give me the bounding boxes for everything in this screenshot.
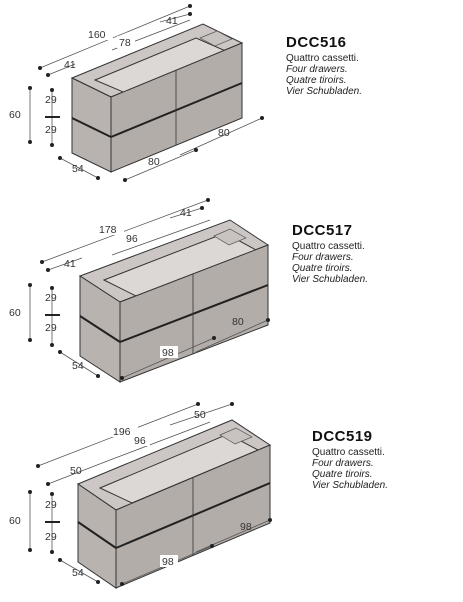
dim-front-right: 80 bbox=[232, 316, 244, 328]
dim-upper: 29 bbox=[45, 94, 57, 106]
dim-sink-width: 96 bbox=[134, 435, 146, 447]
dim-sink-width: 78 bbox=[119, 37, 131, 49]
drawer-split bbox=[119, 284, 269, 343]
dim-depth: 54 bbox=[72, 567, 84, 579]
dim-sink-depth: 41 bbox=[166, 15, 178, 27]
desc-en: Four drawers. bbox=[286, 64, 348, 75]
desc-en: Four drawers. bbox=[292, 252, 354, 263]
dim-front-bottom: 80 bbox=[148, 156, 160, 168]
desc-fr: Quatre tiroirs. bbox=[292, 263, 353, 274]
desc-it: Quattro cassetti. bbox=[286, 53, 359, 64]
dim-total-width: 196 bbox=[113, 426, 131, 438]
dim-side-offset: 50 bbox=[70, 465, 82, 477]
dim-front-bottom: 98 bbox=[162, 347, 174, 359]
dim-front-right: 80 bbox=[218, 127, 230, 139]
dim-front-right: 98 bbox=[240, 521, 252, 533]
drawer-split bbox=[77, 521, 117, 549]
dim-depth: 54 bbox=[72, 163, 84, 175]
desc-de: Vier Schubladen. bbox=[286, 86, 362, 97]
dim-lower: 29 bbox=[45, 531, 57, 543]
dim-side-offset: 41 bbox=[64, 258, 76, 270]
cabinet-dcc516: 160 78 41 41 60 29 29 80 80 54 bbox=[9, 4, 264, 182]
info-dcc519: DCC519 Quattro cassetti. Four drawers. Q… bbox=[312, 428, 388, 491]
desc-en: Four drawers. bbox=[312, 458, 374, 469]
faucet-well bbox=[199, 30, 233, 47]
desc-fr: Quatre tiroirs. bbox=[312, 469, 373, 480]
dim-side-offset: 41 bbox=[64, 59, 76, 71]
drawer-split bbox=[110, 82, 243, 138]
faucet-well bbox=[213, 228, 247, 246]
desc-fr: Quatre tiroirs. bbox=[286, 75, 347, 86]
product-code: DCC516 bbox=[286, 34, 347, 51]
faucet-well bbox=[219, 427, 253, 445]
dim-sink-depth: 41 bbox=[180, 207, 192, 219]
desc-it: Quattro cassetti. bbox=[292, 241, 365, 252]
drawer-split bbox=[71, 117, 112, 138]
dim-front-bottom: 98 bbox=[162, 556, 174, 568]
desc-de: Vier Schubladen. bbox=[292, 274, 368, 285]
desc-de: Vier Schubladen. bbox=[312, 480, 388, 491]
dim-total-width: 160 bbox=[88, 29, 106, 41]
cabinet-dcc519: 196 96 50 50 60 29 29 98 98 54 bbox=[9, 402, 272, 589]
product-code: DCC517 bbox=[292, 222, 353, 239]
desc-it: Quattro cassetti. bbox=[312, 447, 385, 458]
dim-upper: 29 bbox=[45, 292, 57, 304]
info-dcc516: DCC516 Quattro cassetti. Four drawers. Q… bbox=[286, 34, 362, 97]
dim-height: 60 bbox=[9, 109, 21, 121]
cabinet-dcc517: 178 96 41 41 60 29 29 80 98 54 bbox=[9, 198, 270, 383]
dim-height: 60 bbox=[9, 307, 21, 319]
drawer-split bbox=[79, 315, 121, 343]
dim-sink-depth: 50 bbox=[194, 409, 206, 421]
dim-upper: 29 bbox=[45, 499, 57, 511]
dim-lower: 29 bbox=[45, 322, 57, 334]
cabinet-side bbox=[110, 42, 243, 173]
dim-total-width: 178 bbox=[99, 224, 117, 236]
info-dcc517: DCC517 Quattro cassetti. Four drawers. Q… bbox=[292, 222, 368, 285]
dim-height: 60 bbox=[9, 515, 21, 527]
dim-sink-width: 96 bbox=[126, 233, 138, 245]
dim-depth: 54 bbox=[72, 360, 84, 372]
product-code: DCC519 bbox=[312, 428, 373, 445]
dim-lower: 29 bbox=[45, 124, 57, 136]
